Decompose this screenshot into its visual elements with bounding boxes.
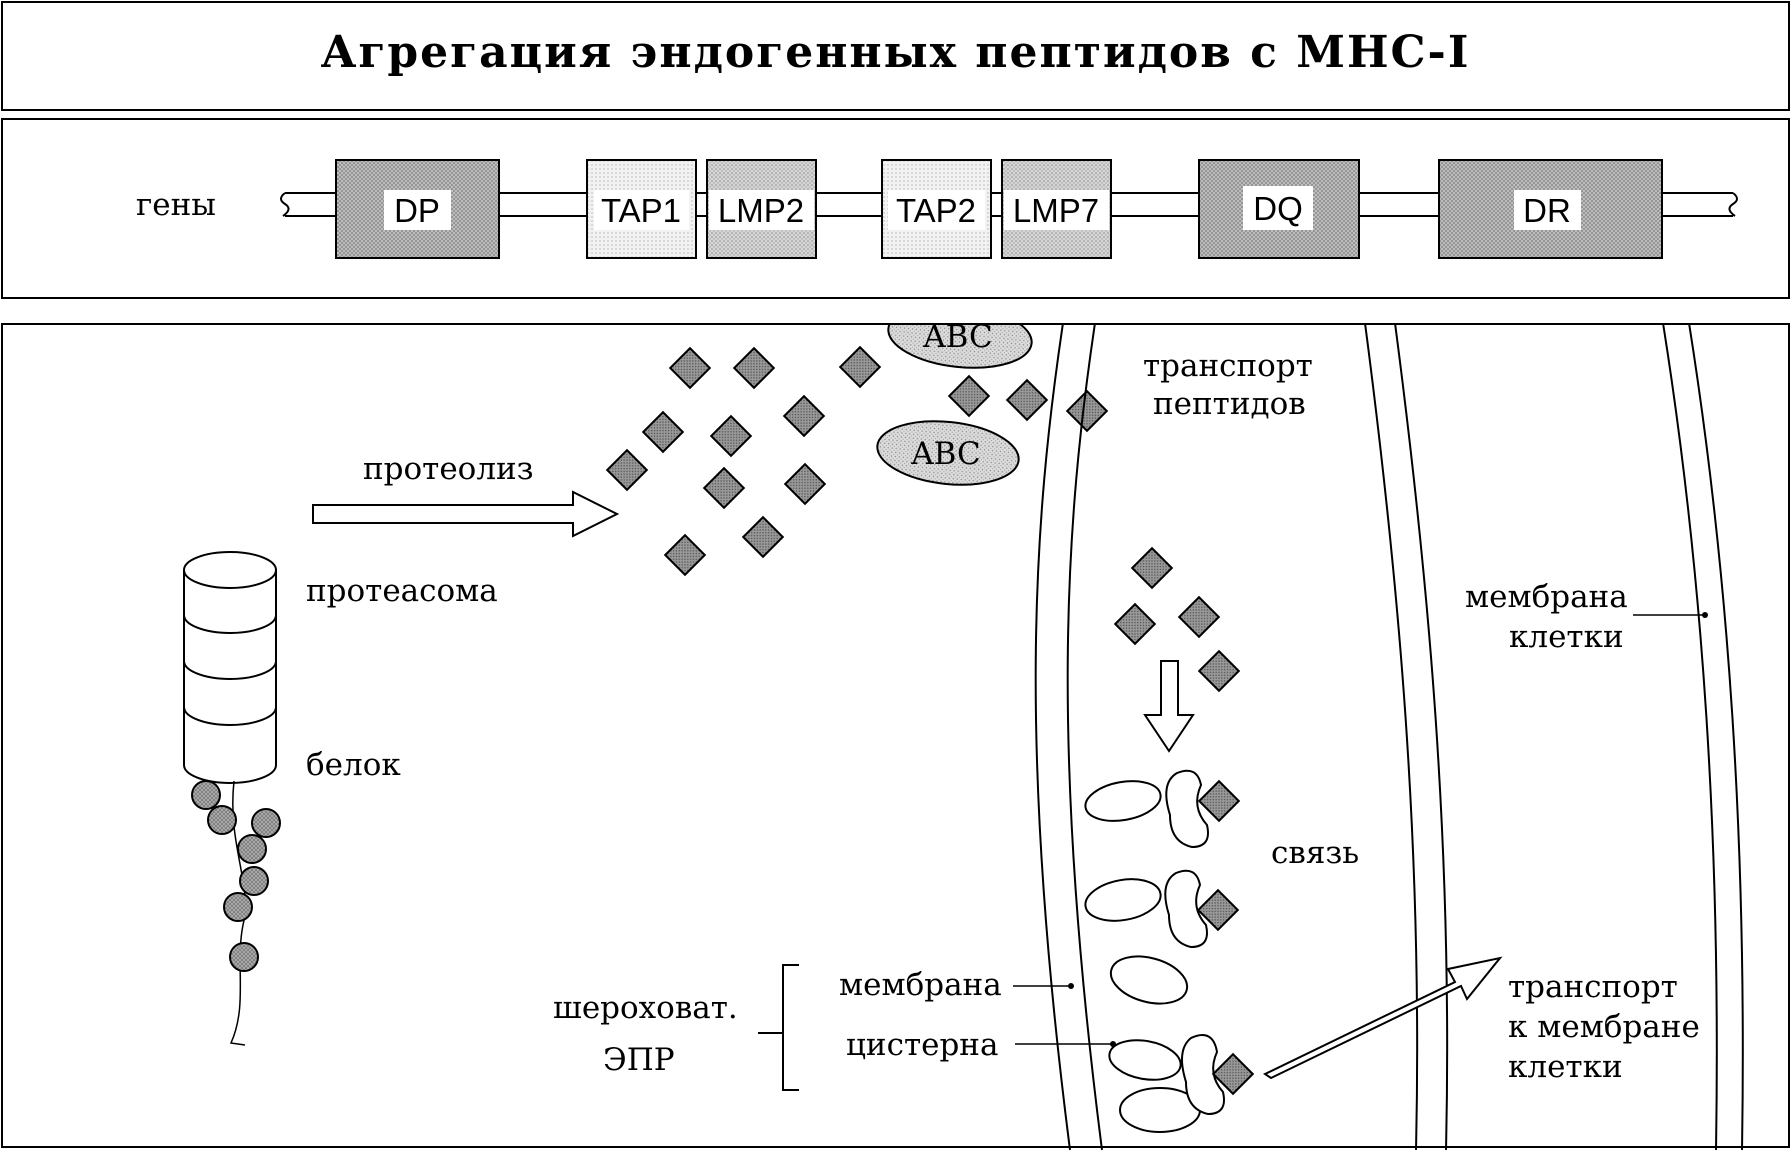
cell-membrane-label-1: мембрана (1465, 579, 1628, 615)
transport-to-membrane-arrow (1262, 956, 1503, 1080)
rough-er-label-1: шероховат. (553, 990, 738, 1026)
gene-LMP7: LMP7 (1001, 159, 1112, 259)
protein-label: белок (306, 747, 401, 783)
mhc-complex-3 (1108, 1034, 1254, 1133)
proteolysis-arrow (312, 490, 620, 538)
gene-DR: DR (1438, 159, 1663, 259)
transport-to-membrane-label-3: клетки (1508, 1049, 1623, 1085)
transport-to-membrane-label-1: транспорт (1508, 969, 1678, 1005)
protein-chain-icon (191, 780, 281, 1046)
abc-transporter-top: ABC (887, 325, 1033, 369)
diagram-title: Агрегация эндогенных пептидов с MHC-I (320, 27, 1471, 78)
down-arrow (1143, 660, 1195, 753)
peptide-transport-label-1: транспорт (1143, 348, 1313, 384)
mhc-complex-1 (1084, 769, 1240, 849)
process-panel: протеасома белок протеолиз ABC (1, 323, 1790, 1150)
gene-label-dp: DP (394, 192, 440, 229)
binding-label: связь (1271, 835, 1359, 871)
membrane-label: мембрана (839, 967, 1002, 1003)
genes-panel: гены DP TAP1 LMP2 TAP2 (1, 118, 1790, 299)
cisterna-pointer (1015, 1041, 1116, 1047)
title-panel: Агрегация эндогенных пептидов с MHC-I (1, 1, 1790, 111)
mhc-complex-2 (1084, 869, 1239, 949)
rough-er-label-2: ЭПР (603, 1042, 675, 1078)
transport-to-membrane-label-2: к мембране (1508, 1009, 1700, 1045)
genes-label: гены (136, 187, 216, 223)
abc-bottom-label: ABC (910, 436, 980, 472)
membrane-pointer (1013, 983, 1074, 989)
process-diagram: протеасома белок протеолиз ABC (183, 325, 1744, 1150)
gene-DP: DP (335, 159, 500, 259)
er-membrane (1034, 325, 1103, 1150)
gene-label-tap1: TAP1 (601, 192, 681, 229)
gene-DQ: DQ (1198, 159, 1360, 259)
cell-membrane-label-2: клетки (1509, 619, 1624, 655)
proteolysis-label: протеолиз (363, 451, 534, 487)
gene-label-dr: DR (1523, 192, 1571, 229)
gene-LMP2: LMP2 (706, 159, 817, 259)
mhc-empty (1109, 955, 1189, 1005)
gene-TAP1: TAP1 (586, 159, 697, 259)
cell-membrane-pointer (1633, 612, 1708, 618)
gene-label-lmp2: LMP2 (718, 192, 804, 229)
abc-transporter-bottom: ABC (876, 420, 1020, 486)
rough-er-bracket (758, 964, 799, 1091)
peptide-cloud (606, 346, 1108, 576)
proteasome-label: протеасома (306, 573, 498, 609)
proteasome-icon (183, 551, 277, 784)
gene-label-lmp7: LMP7 (1013, 192, 1099, 229)
cisterna-label: цистерна (846, 1027, 998, 1063)
gene-TAP2: TAP2 (881, 159, 992, 259)
cell-membrane-outer (1662, 325, 1744, 1150)
gene-label-tap2: TAP2 (896, 192, 976, 229)
gene-map: гены DP TAP1 LMP2 TAP2 (136, 159, 1738, 259)
peptide-transport-label-2: пептидов (1153, 386, 1306, 422)
abc-top-label: ABC (922, 325, 992, 355)
gene-label-dq: DQ (1253, 190, 1303, 227)
cell-membrane-inner (1364, 325, 1449, 1150)
